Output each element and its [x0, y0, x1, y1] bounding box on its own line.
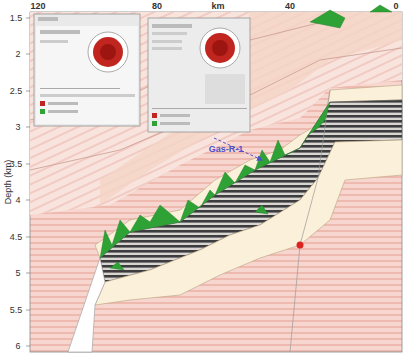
axis-number: 0 — [393, 2, 398, 11]
axis-number: km — [211, 2, 224, 11]
axis-number: 4.5 — [10, 233, 23, 242]
well-marker — [297, 242, 304, 249]
axis-number: 6 — [15, 342, 20, 351]
axis-number: 120 — [30, 2, 45, 11]
axis-number: 5 — [15, 269, 20, 278]
axis-number: 80 — [152, 2, 162, 11]
axis-number: 4 — [15, 196, 20, 205]
axis-number: 40 — [285, 2, 295, 11]
inset-panel — [148, 18, 250, 132]
axis-number: 2 — [15, 50, 20, 59]
axis-number: 2.5 — [10, 87, 23, 96]
axis-number: 5.5 — [10, 306, 23, 315]
axis-title: Depth (km) — [4, 160, 13, 205]
well-label: Gas-R-1 — [209, 145, 244, 154]
axis-number: 3 — [15, 123, 20, 132]
inset-panel — [34, 14, 140, 126]
axis-number: 1.5 — [10, 14, 23, 23]
